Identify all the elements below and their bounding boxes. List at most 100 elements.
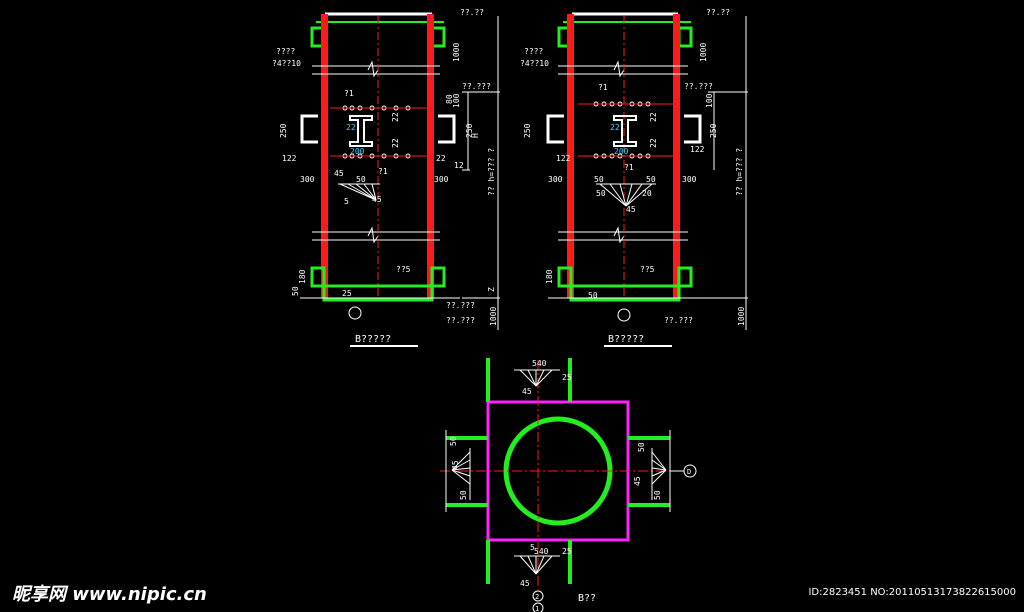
weld-hatch-top: [514, 369, 560, 387]
dim-1000-bottom: 1000: [489, 307, 498, 326]
dim-540-bottom: 540: [534, 547, 549, 556]
axis-label-d: D: [687, 468, 691, 476]
dim-45-left: 45: [451, 460, 460, 470]
row-level-label: ??.???: [684, 82, 713, 91]
bottom-note: ??5: [640, 265, 655, 274]
axis-bubble-1: [532, 602, 544, 612]
image-id-text: ID:2823451 NO:20110513173822615000: [808, 587, 1016, 598]
dim-45-top: 45: [522, 387, 532, 396]
channel-right: [684, 114, 702, 144]
axis-bubble-left: [348, 306, 362, 320]
span-label: ?? h=??? ?: [735, 148, 744, 196]
dimension-chain-right: [708, 16, 748, 330]
dim-80: 80: [445, 94, 454, 104]
axis-bubble-d: [683, 464, 697, 478]
dim-50-a: 50: [594, 175, 604, 184]
plan-view: 540 25 45 5 540 25 45 45 50 50 50 50 45 …: [440, 358, 697, 612]
base-plate: [569, 284, 681, 302]
weld-hatch-left: [451, 448, 471, 500]
dim-540-top: 540: [532, 359, 547, 368]
column-right: [673, 14, 680, 298]
node-tag-1: ????: [524, 47, 543, 56]
dim-250-right: 250: [709, 123, 718, 138]
dim-250-left: 250: [279, 123, 288, 138]
dim-22-b: 22: [649, 138, 658, 148]
dim-50-bottom: 50: [291, 286, 300, 296]
leader-91-a: ?1: [598, 83, 608, 92]
weld-hatch-right: [651, 448, 667, 500]
dim-5: 5: [344, 197, 349, 206]
axis-bubble-right: [617, 308, 631, 322]
dim-50-left-b: 50: [449, 436, 458, 446]
dim-50-right-b: 50: [653, 490, 662, 500]
dim-180: 180: [298, 269, 307, 284]
dim-100: 100: [705, 93, 714, 108]
view-title: B?????: [355, 334, 391, 345]
span-label: ?? h=??? ?: [487, 148, 496, 196]
dim-250-left: 250: [523, 123, 532, 138]
dim-50-left-a: 50: [459, 490, 468, 500]
dim-h: H: [471, 133, 480, 138]
leader-91-b: ?1: [378, 167, 388, 176]
break-symbol-top: [613, 60, 625, 78]
dim-300-right: 300: [682, 175, 697, 184]
dim-122-left: 122: [556, 154, 571, 163]
break-symbol-mid: [613, 226, 625, 244]
dim-50: 50: [356, 175, 366, 184]
break-symbol-mid: [367, 226, 379, 244]
base-plate: [322, 284, 434, 302]
left-elevation-view: ??.?? ???? ?4??10 ??.??? 1000 100 H 80 2…: [272, 8, 500, 347]
dim-50-right-a: 50: [637, 442, 646, 452]
bottom-level-1: ??.???: [446, 301, 475, 310]
dim-122-right: 122: [690, 145, 705, 154]
channel-left: [546, 114, 564, 144]
node-tag-1: ????: [276, 47, 295, 56]
weld-fan: [596, 183, 656, 207]
watermark-logo: 昵享网 www.nipic.cn: [12, 584, 207, 605]
channel-right: [438, 114, 456, 144]
axis-bubble-2: [532, 590, 544, 602]
break-symbol-top: [367, 60, 379, 78]
dim-50-bottom: 50: [588, 291, 598, 300]
dim-1000-bottom: 1000: [737, 307, 746, 326]
dim-45-right: 45: [633, 476, 642, 486]
dim-180: 180: [545, 269, 554, 284]
i-section: [349, 115, 373, 147]
dim-1000-top: 1000: [699, 43, 708, 62]
dim-45-b: 45: [372, 195, 382, 204]
dim-22-cyan: 22: [346, 123, 356, 132]
dim-25-bottom: 25: [562, 547, 572, 556]
dim-200: 200: [614, 147, 629, 156]
leader-91-b: ?1: [624, 163, 634, 172]
dim-300-left: 300: [300, 175, 315, 184]
weld-fan: [338, 183, 380, 201]
stiffener-plates: [446, 358, 670, 584]
dim-22-a: 22: [649, 112, 658, 122]
dim-50-b: 50: [596, 189, 606, 198]
dim-22-b: 22: [391, 138, 400, 148]
top-plate-right: [677, 26, 693, 48]
dim-250-right: 250: [465, 123, 474, 138]
dim-12: 12: [454, 161, 464, 170]
dim-300-right: 300: [434, 175, 449, 184]
bottom-level-1: ??.???: [664, 316, 693, 325]
dim-45-a: 45: [334, 169, 344, 178]
dim-z: Z: [487, 287, 496, 292]
dim-300-left: 300: [548, 175, 563, 184]
bottom-plate-right: [677, 266, 693, 288]
dim-20: 20: [642, 189, 652, 198]
bottom-plate-left: [557, 266, 573, 288]
top-level-label: ??.??: [460, 8, 484, 17]
axis-label-2: 2: [535, 593, 539, 601]
dim-122-left: 122: [282, 154, 297, 163]
right-elevation-view: ??.?? ???? ?4??10 ??.??? 1000 100 250 25…: [520, 8, 748, 347]
dim-22-a: 22: [391, 112, 400, 122]
channel-left: [300, 114, 318, 144]
row-level-label: ??.???: [462, 82, 491, 91]
plan-title: B??: [578, 593, 596, 604]
view-title: B?????: [608, 334, 644, 345]
node-tag-2: ?4??10: [272, 59, 301, 68]
leader-91-a: ?1: [344, 89, 354, 98]
i-section: [613, 115, 637, 147]
